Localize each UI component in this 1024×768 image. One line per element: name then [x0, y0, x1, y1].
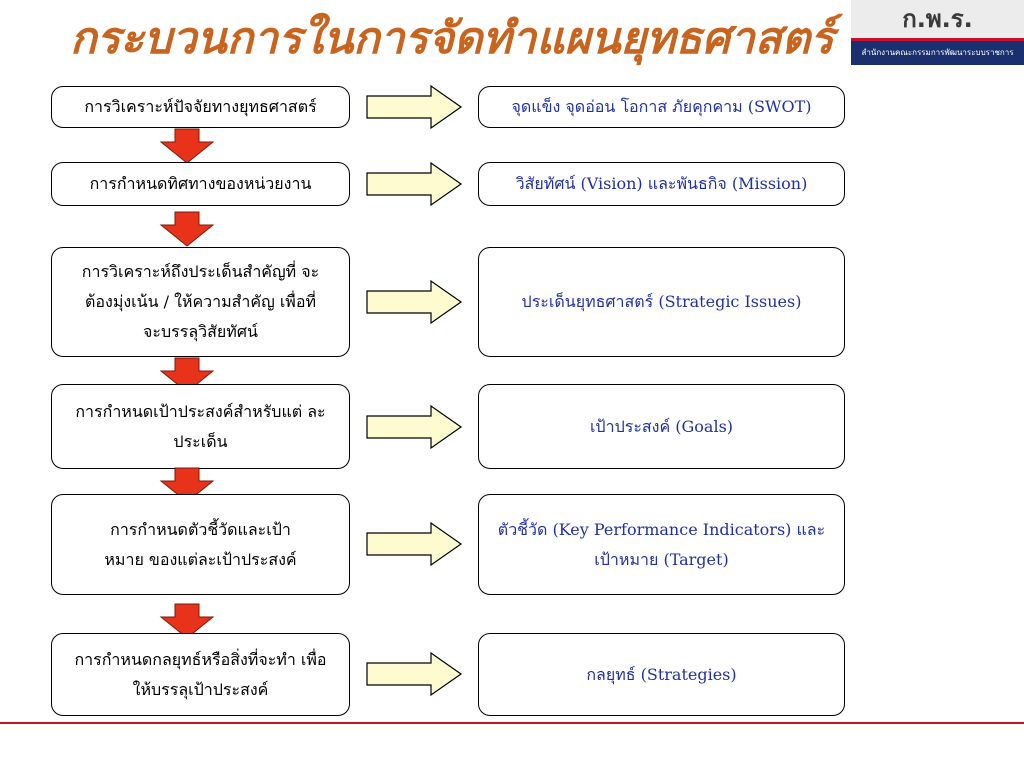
down-arrow-icon [159, 603, 215, 639]
output-2-label: วิสัยทัศน์ (Vision) และพันธกิจ (Mission) [515, 174, 808, 193]
step-4-label: การกำหนดเป้าประสงค์สำหรับแต่ ละประเด็น [75, 401, 326, 451]
output-6-label: กลยุทธ์ (Strategies) [586, 664, 737, 684]
step-2-box: การกำหนดทิศทางของหน่วยงาน [51, 162, 350, 206]
footer-divider [0, 722, 1024, 724]
logo-acronym: ก.พ.ร. [851, 0, 1024, 38]
step-1-label: การวิเคราะห์ปัจจัยทางยุทธศาสตร์ [84, 97, 317, 116]
output-2-box: วิสัยทัศน์ (Vision) และพันธกิจ (Mission) [478, 162, 845, 206]
output-4-box: เป้าประสงค์ (Goals) [478, 384, 845, 469]
right-arrow-icon [366, 279, 463, 325]
right-arrow-icon [366, 521, 463, 567]
output-6-box: กลยุทธ์ (Strategies) [478, 633, 845, 716]
output-3-box: ประเด็นยุทธศาสตร์ (Strategic Issues) [478, 247, 845, 357]
right-arrow-icon [366, 161, 463, 207]
output-5-label: ตัวชี้วัด (Key Performance Indicators) แ… [497, 519, 826, 569]
output-5-box: ตัวชี้วัด (Key Performance Indicators) แ… [478, 494, 845, 595]
down-arrow-icon [159, 357, 215, 393]
output-1-box: จุดแข็ง จุดอ่อน โอกาส ภัยคุกคาม (SWOT) [478, 86, 845, 128]
step-1-box: การวิเคราะห์ปัจจัยทางยุทธศาสตร์ [51, 86, 350, 128]
down-arrow-icon [159, 211, 215, 247]
step-2-label: การกำหนดทิศทางของหน่วยงาน [89, 174, 312, 193]
right-arrow-icon [366, 651, 463, 697]
step-5-label: การกำหนดตัวชี้วัดและเป้าหมาย ของแต่ละเป้… [104, 519, 297, 569]
step-5-box: การกำหนดตัวชี้วัดและเป้าหมาย ของแต่ละเป้… [51, 494, 350, 595]
step-6-box: การกำหนดกลยุทธ์หรือสิ่งที่จะทำ เพื่อให้บ… [51, 633, 350, 716]
down-arrow-icon [159, 467, 215, 503]
logo-subtitle: สำนักงานคณะกรรมการพัฒนาระบบราชการ [851, 41, 1024, 65]
output-3-label: ประเด็นยุทธศาสตร์ (Strategic Issues) [521, 292, 802, 311]
output-1-label: จุดแข็ง จุดอ่อน โอกาส ภัยคุกคาม (SWOT) [511, 97, 812, 116]
right-arrow-icon [366, 404, 463, 450]
slide-title: กระบวนการในการจัดทำแผนยุทธศาสตร์ [70, 13, 834, 64]
right-arrow-icon [366, 84, 463, 130]
step-4-box: การกำหนดเป้าประสงค์สำหรับแต่ ละประเด็น [51, 384, 350, 469]
step-6-label: การกำหนดกลยุทธ์หรือสิ่งที่จะทำ เพื่อให้บ… [74, 649, 327, 699]
logo-divider [851, 38, 1024, 41]
step-3-box: การวิเคราะห์ถึงประเด็นสำคัญที่ จะต้องมุ่… [51, 247, 350, 357]
output-4-label: เป้าประสงค์ (Goals) [589, 416, 734, 436]
down-arrow-icon [159, 128, 215, 164]
step-3-label: การวิเคราะห์ถึงประเด็นสำคัญที่ จะต้องมุ่… [81, 262, 320, 341]
